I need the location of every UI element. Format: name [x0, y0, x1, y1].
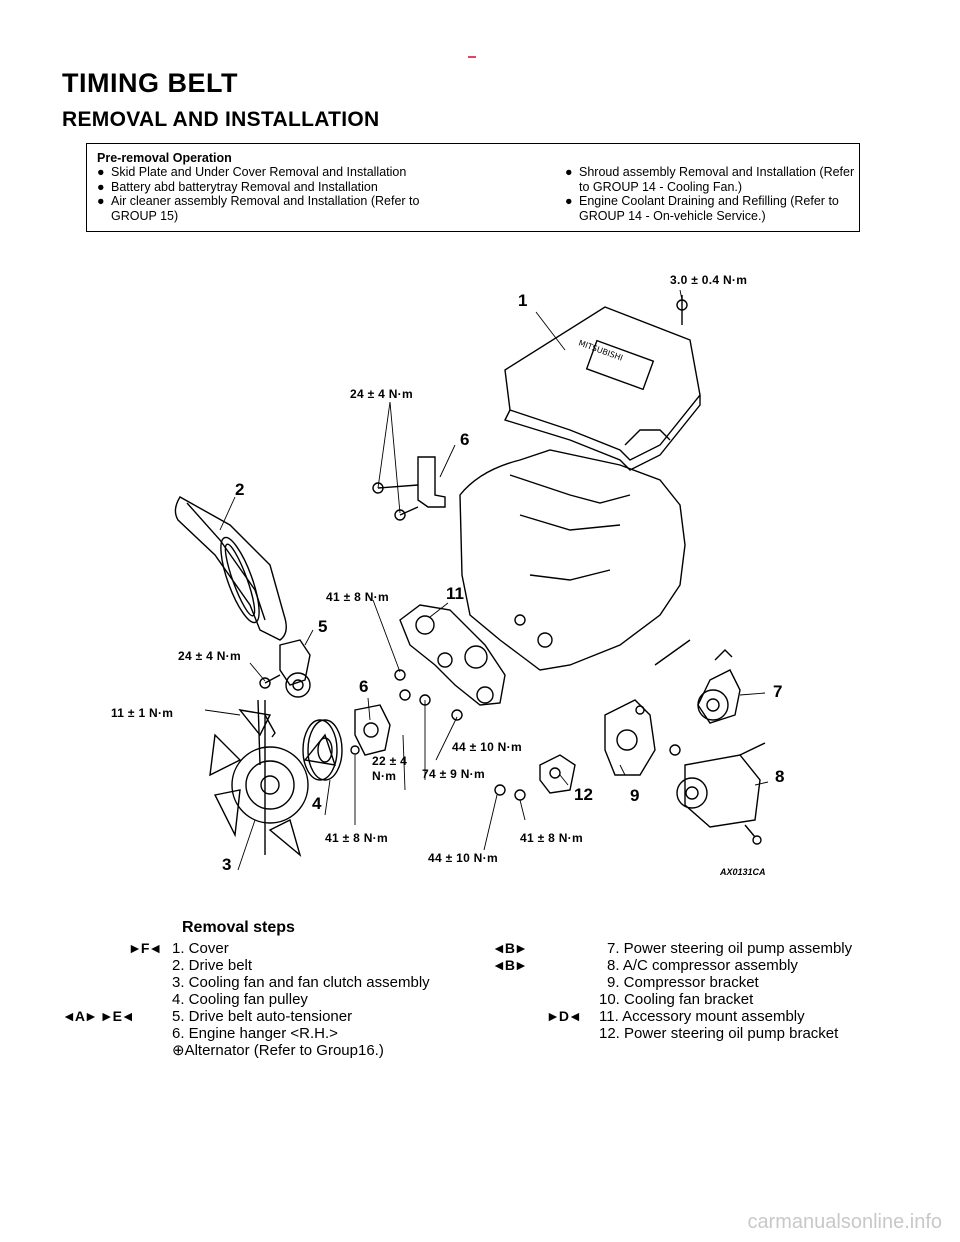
torque-label-22-line1: 22 ± 4	[372, 754, 408, 768]
pre-removal-item: ●Air cleaner assembly Removal and Instal…	[97, 194, 420, 223]
step-mark: ◄A► ►E◄	[62, 1008, 135, 1024]
accessory-mount-drawing	[399, 604, 506, 706]
callout-3: 3	[222, 855, 232, 874]
pre-removal-right-list: ●Shroud assembly Removal and Installatio…	[565, 165, 855, 223]
removal-step: 2. Drive belt	[172, 957, 253, 974]
removal-step: 12. Power steering oil pump bracket	[599, 1025, 839, 1042]
torque-label-mount-top: 41 ± 8 N·m	[326, 590, 389, 604]
drive-belt-drawing	[174, 496, 287, 641]
torque-label-bottom-mid: 44 ± 10 N·m	[428, 851, 498, 865]
callout-7: 7	[773, 682, 783, 701]
step-mark: ◄B►	[492, 940, 528, 956]
engine-hanger-drawing	[417, 456, 446, 508]
auto-tensioner-drawing	[279, 639, 311, 698]
pre-removal-item: ●Skid Plate and Under Cover Removal and …	[97, 165, 407, 179]
bullet-icon: ●	[565, 194, 573, 208]
callout-8: 8	[775, 767, 785, 786]
diagram-drawing: MITSUBISHI	[174, 289, 769, 871]
removal-step: 7. Power steering oil pump assembly	[607, 940, 853, 957]
removal-step: 8. A/C compressor assembly	[607, 957, 798, 974]
torque-label-fan: 11 ± 1 N·m	[111, 706, 174, 720]
removal-step: 10. Cooling fan bracket	[599, 991, 754, 1008]
callout-6-bracket: 6	[359, 677, 369, 696]
exploded-view-diagram: MITSUBISHI	[100, 245, 860, 885]
torque-label-cover: 3.0 ± 0.4 N·m	[670, 273, 748, 287]
torque-label-mount-mid: 44 ± 10 N·m	[452, 740, 522, 754]
removal-step: 3. Cooling fan and fan clutch assembly	[172, 974, 430, 991]
callout-12: 12	[574, 785, 593, 804]
torque-label-22-line2: N·m	[372, 769, 397, 783]
removal-step: 6. Engine hanger <R.H.>	[172, 1025, 338, 1042]
removal-step: 4. Cooling fan pulley	[172, 991, 308, 1008]
callout-11: 11	[446, 584, 464, 603]
removal-step: 5. Drive belt auto-tensioner	[172, 1008, 353, 1025]
callout-4: 4	[312, 794, 322, 813]
pre-removal-item: ●Battery abd batterytray Removal and Ins…	[97, 179, 378, 194]
callout-9: 9	[630, 786, 640, 805]
fan-bracket-drawing	[350, 704, 391, 756]
torque-label-74: 74 ± 9 N·m	[422, 767, 485, 781]
bullet-icon: ●	[97, 194, 105, 208]
figure-id: AX0131CA	[720, 867, 766, 877]
step-mark: ►F◄	[128, 940, 162, 956]
power-steering-pump-drawing	[697, 649, 741, 724]
removal-step: 1. Cover	[172, 940, 229, 957]
bullet-icon: ●	[97, 179, 105, 194]
step-mark: ◄B►	[492, 957, 528, 973]
callout-1: 1	[518, 291, 528, 310]
fan-pulley-drawing	[302, 719, 343, 781]
torque-label-bottom-left: 41 ± 8 N·m	[325, 831, 388, 845]
page-title: TIMING BELT	[62, 68, 238, 98]
engine-block-drawing	[459, 449, 686, 671]
pre-removal-item: ●Shroud assembly Removal and Installatio…	[565, 165, 855, 194]
removal-step: 11. Accessory mount assembly	[599, 1008, 805, 1025]
engine-cover-drawing: MITSUBISHI	[504, 295, 701, 471]
removal-step-sub: ⊕Alternator (Refer to Group16.)	[172, 1042, 384, 1059]
compressor-bracket-drawing	[604, 699, 656, 776]
open-bullet-icon: ⊕	[172, 1042, 185, 1059]
callout-2: 2	[235, 480, 245, 499]
torque-label-bottom-right: 41 ± 8 N·m	[520, 831, 583, 845]
callout-5: 5	[318, 617, 328, 636]
ac-compressor-drawing	[676, 742, 766, 828]
pre-removal-title: Pre-removal Operation	[97, 151, 232, 165]
torque-label-tensioner: 24 ± 4 N·m	[178, 649, 241, 663]
cooling-fan-drawing	[209, 699, 337, 857]
top-marker	[468, 56, 476, 58]
pre-removal-item: ●Engine Coolant Draining and Refilling (…	[565, 194, 839, 223]
page-subtitle: REMOVAL AND INSTALLATION	[62, 108, 380, 131]
torque-label-hanger: 24 ± 4 N·m	[350, 387, 413, 401]
ps-pump-bracket-drawing	[539, 754, 576, 794]
removal-step: 9. Compressor bracket	[607, 974, 759, 991]
bullet-icon: ●	[97, 165, 105, 179]
removal-steps-title: Removal steps	[182, 919, 295, 936]
callout-6-hanger: 6	[460, 430, 470, 449]
bullet-icon: ●	[565, 165, 573, 179]
pre-removal-box: Pre-removal Operation ●Skid Plate and Un…	[86, 143, 860, 232]
pre-removal-left-list: ●Skid Plate and Under Cover Removal and …	[97, 165, 457, 223]
step-mark: ►D◄	[546, 1008, 582, 1024]
watermark: carmanualsonline.info	[747, 1211, 942, 1233]
